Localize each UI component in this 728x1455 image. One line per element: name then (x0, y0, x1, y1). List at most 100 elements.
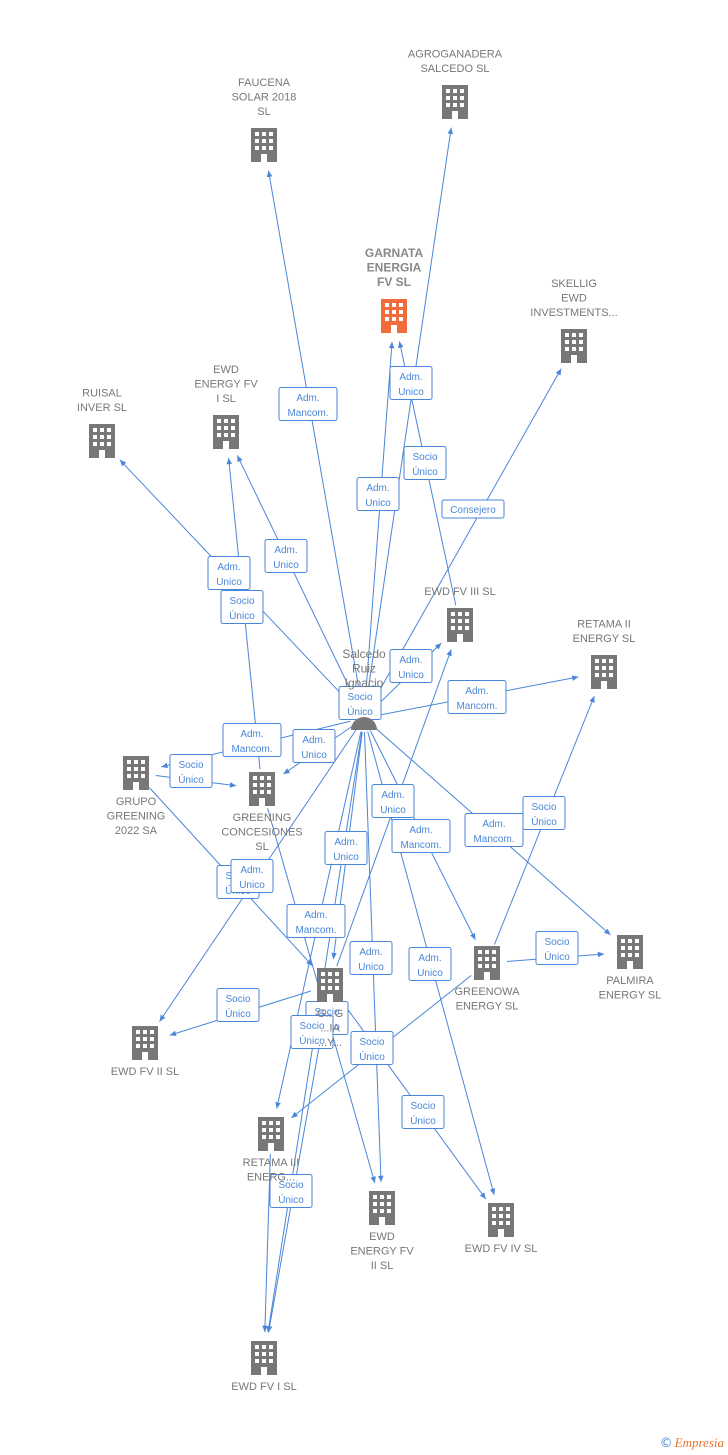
edge-person-agroganadera (365, 127, 454, 705)
edge-label[interactable]: Adm.Mancom. (278, 387, 338, 421)
node-label: ENERGIA (367, 261, 422, 275)
node-label: ...Y... (318, 1037, 342, 1049)
edge-label-text: Adm. (366, 483, 389, 494)
edge-label-text: Unico (365, 498, 391, 509)
edge-label[interactable]: Adm.Unico (408, 947, 452, 981)
edge-label-box (356, 477, 400, 511)
edge-label-text: Adm. (482, 819, 505, 830)
edge-label[interactable]: Adm.Mancom. (222, 723, 282, 757)
edge-label-box (535, 931, 579, 965)
building-icon (369, 1191, 395, 1225)
node-label: FAUCENA (238, 77, 291, 89)
edge-label-box (389, 649, 433, 683)
edge-label-text: Mancom. (295, 925, 336, 936)
node-label: EWD FV I SL (231, 1381, 296, 1393)
edge-label-text: Unico (239, 880, 265, 891)
building-icon (251, 1341, 277, 1375)
building-icon (381, 299, 407, 333)
empresia-logo[interactable]: ©Empresia (660, 1435, 724, 1451)
edge-label-text: Único (410, 1114, 436, 1127)
node-label: RETAMA III (243, 1157, 300, 1169)
edge-label-box (324, 831, 368, 865)
node-retamaiii[interactable]: RETAMA IIIENERG... (243, 1117, 300, 1184)
node-label: CONCESIONES (221, 827, 302, 839)
node-label: PALMIRA (606, 975, 654, 987)
edge-label[interactable]: Adm.Unico (389, 366, 433, 400)
edge-label[interactable]: Adm.Unico (292, 729, 336, 763)
edge-label[interactable]: Adm.Mancom. (391, 819, 451, 853)
node-greening_energy[interactable]: G...G...IA...Y... (317, 968, 343, 1049)
node-ewdfviv[interactable]: EWD FV IV SL (465, 1203, 538, 1255)
edge-label[interactable]: Adm. Unico (230, 859, 274, 893)
edge-label[interactable]: Adm.Unico (349, 941, 393, 975)
edge-label-text: Mancom. (287, 408, 328, 419)
edge-label-box (408, 947, 452, 981)
edge-label-box (371, 784, 415, 818)
edge-label-text: Adm. (240, 865, 263, 876)
node-label: Ignacio (345, 676, 384, 690)
edge-label-text: Unico (301, 750, 327, 761)
edge-label[interactable]: Adm.Unico (389, 649, 433, 683)
edge-label[interactable]: Adm.Unico (207, 556, 251, 590)
node-ewdfvii[interactable]: EWD FV II SL (111, 1026, 179, 1078)
edge-label[interactable]: Adm.Mancom. (447, 680, 507, 714)
edge-label-text: Socio (314, 1007, 339, 1018)
edge-label-box (169, 754, 213, 788)
node-label: EWD FV II SL (111, 1066, 179, 1078)
edge-label-box (391, 819, 451, 853)
edge-label-text: Adm. (304, 910, 327, 921)
edge-label[interactable]: Adm. Unico (356, 477, 400, 511)
node-ewdfviii[interactable]: EWD FV III SL (424, 586, 496, 642)
edge-label[interactable]: Adm.Unico (264, 539, 308, 573)
edge-label-text: Único (229, 609, 255, 622)
edge-label[interactable]: Adm. Mancom. (286, 904, 346, 938)
node-label: SOLAR 2018 (232, 92, 297, 104)
edge-label-box (230, 859, 274, 893)
node-label: RETAMA II (577, 619, 631, 631)
edge-label[interactable]: Adm.Unico (371, 784, 415, 818)
node-label: G...G (317, 1008, 343, 1020)
node-label: ENERGY FV (194, 379, 258, 391)
node-label: GARNATA (365, 246, 424, 260)
edge-label[interactable]: Adm.Unico (324, 831, 368, 865)
edge-label-text: Adm. (359, 947, 382, 958)
edge-label-text: Único (531, 815, 557, 828)
edge-person-faucena (266, 170, 363, 705)
building-icon (132, 1026, 158, 1060)
node-skellig[interactable]: SKELLIGEWDINVESTMENTS... (530, 278, 618, 363)
edge-label-text: Único (278, 1193, 304, 1206)
node-ewdfvi[interactable]: EWD FV I SL (231, 1341, 297, 1393)
edge-label-text: Unico (380, 805, 406, 816)
building-icon (474, 946, 500, 980)
edge-label[interactable]: Consejero (441, 499, 505, 519)
edge-label[interactable]: Adm.Mancom. (464, 813, 524, 847)
edge-label-box (464, 813, 524, 847)
edge-label-text: Adm. (399, 655, 422, 666)
edge-label-text: Mancom. (400, 840, 441, 851)
edge-label-text: Unico (333, 852, 359, 863)
edge-label-text: Adm. (465, 686, 488, 697)
